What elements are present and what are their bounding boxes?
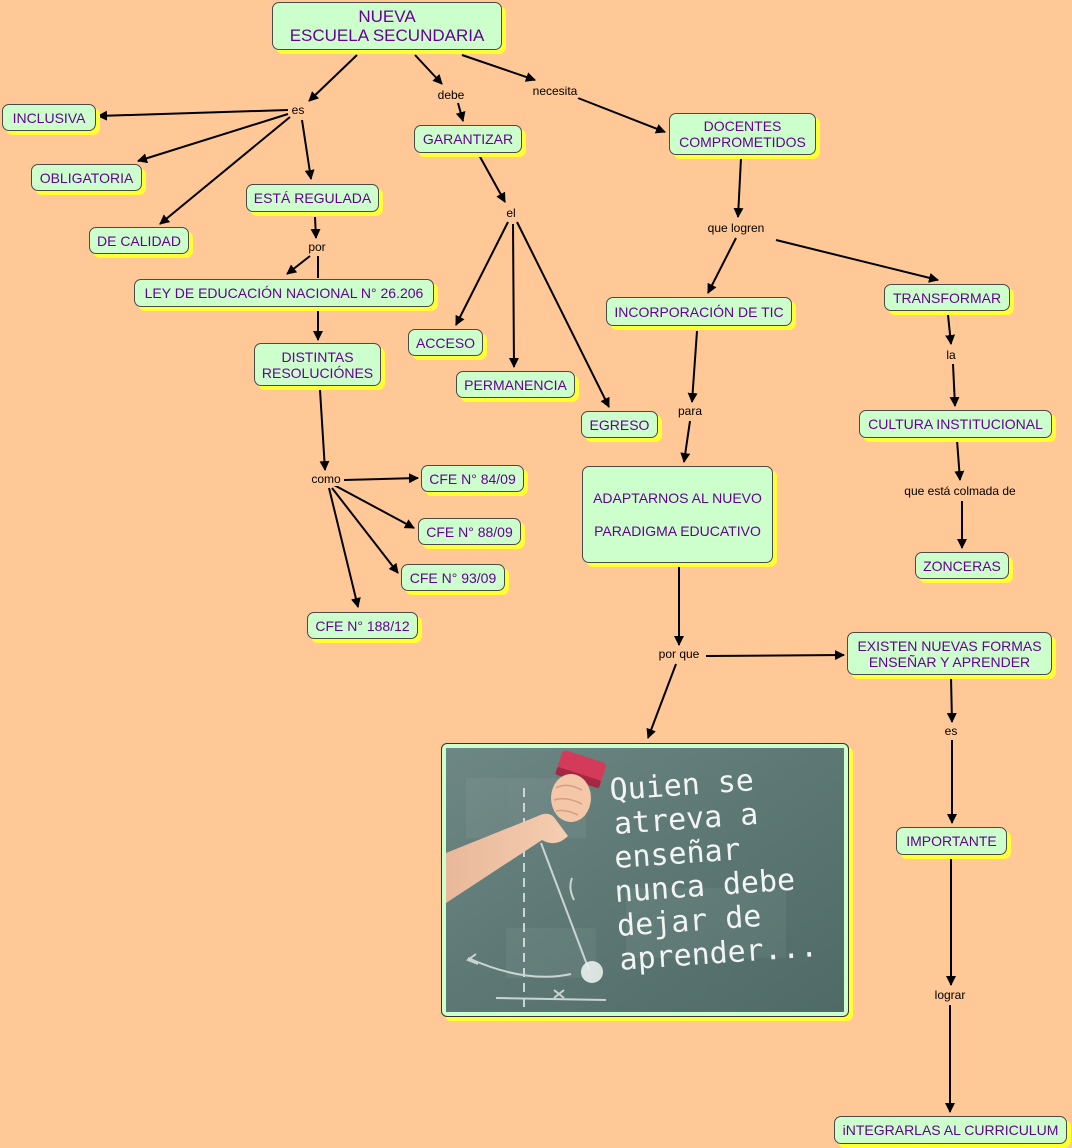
chalkboard-picture: Quien se atreva a enseñar nunca debe dej… — [446, 748, 844, 1012]
node-permanencia[interactable]: PERMANENCIA — [456, 371, 575, 398]
link-label-por-que: por que — [658, 647, 701, 661]
node-cfe-93-09[interactable]: CFE N° 93/09 — [401, 564, 505, 591]
node-docentes-comprometidos[interactable]: DOCENTES COMPROMETIDOS — [669, 113, 816, 155]
link-label-para: para — [677, 404, 703, 418]
node-garantizar[interactable]: GARANTIZAR — [414, 125, 522, 153]
node-distintas-resoluciones[interactable]: DISTINTAS RESOLUCIÓNES — [254, 343, 381, 386]
node-zonceras[interactable]: ZONCERAS — [915, 552, 1009, 579]
node-integrarlas-al-curriculum[interactable]: iNTEGRARLAS AL CURRICULUM — [834, 1116, 1067, 1144]
node-incorporacion-de-tic[interactable]: INCORPORACIÓN DE TIC — [606, 297, 792, 326]
node-ley-educacion-nacional[interactable]: LEY DE EDUCACIÓN NACIONAL N° 26.206 — [134, 279, 434, 307]
node-nueva-escuela-secundaria[interactable]: NUEVA ESCUELA SECUNDARIA — [272, 2, 502, 50]
link-label-lograr: lograr — [934, 988, 967, 1002]
chalk-circle — [581, 961, 603, 983]
link-label-el: el — [505, 206, 516, 220]
link-label-es: es — [291, 103, 306, 117]
link-label-por: por — [307, 240, 326, 254]
link-label-necesita: necesita — [532, 84, 579, 98]
node-esta-regulada[interactable]: ESTÁ REGULADA — [246, 184, 379, 212]
node-acceso[interactable]: ACCESO — [408, 329, 483, 356]
node-transformar[interactable]: TRANSFORMAR — [884, 284, 1010, 311]
node-de-calidad[interactable]: DE CALIDAD — [89, 227, 189, 254]
link-label-la: la — [945, 348, 956, 362]
chalkboard-image: Quien se atreva a enseñar nunca debe dej… — [441, 743, 849, 1017]
link-label-como: como — [310, 472, 341, 486]
link-label-es-2: es — [944, 724, 959, 738]
node-obligatoria[interactable]: OBLIGATORIA — [31, 164, 142, 191]
node-inclusiva[interactable]: INCLUSIVA — [2, 104, 96, 131]
node-cultura-institucional[interactable]: CULTURA INSTITUCIONAL — [859, 410, 1052, 438]
node-egreso[interactable]: EGRESO — [581, 411, 658, 438]
link-label-debe: debe — [437, 88, 466, 102]
node-cfe-88-09[interactable]: CFE N° 88/09 — [418, 518, 521, 545]
node-existen-nuevas-formas[interactable]: EXISTEN NUEVAS FORMAS ENSEÑAR Y APRENDER — [847, 632, 1052, 675]
node-importante[interactable]: IMPORTANTE — [896, 827, 1007, 855]
node-adaptarnos-nuevo-paradigma[interactable]: ADAPTARNOS AL NUEVO PARADIGMA EDUCATIVO — [582, 466, 773, 563]
node-cfe-188-12[interactable]: CFE N° 188/12 — [307, 612, 418, 639]
link-label-que-logren: que logren — [707, 221, 766, 235]
node-cfe-84-09[interactable]: CFE N° 84/09 — [421, 465, 524, 492]
link-label-colmada: que está colmada de — [903, 484, 1016, 498]
